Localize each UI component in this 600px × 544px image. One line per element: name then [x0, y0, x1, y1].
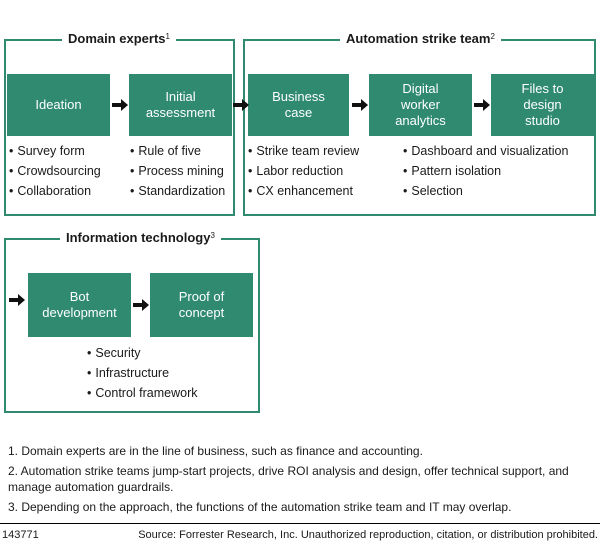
list-item: Survey form — [9, 141, 101, 161]
initial-assessment-box: Initial assessment — [129, 74, 232, 136]
list-item: Collaboration — [9, 181, 101, 201]
automation-strike-team-title: Automation strike team2 — [340, 31, 501, 47]
footnotes: 1. Domain experts are in the line of bus… — [8, 443, 593, 519]
arrow-right-icon — [233, 99, 249, 111]
arrow-right-icon — [352, 99, 368, 111]
ideation-label: Ideation — [35, 97, 82, 112]
digital-worker-analytics-box: Digital worker analytics — [369, 74, 472, 136]
digital-worker-analytics-bullet-list: Dashboard and visualization Pattern isol… — [403, 141, 568, 201]
proof-of-concept-label: Proof of concept — [178, 289, 225, 320]
business-case-box: Business case — [248, 74, 349, 136]
list-item: Infrastructure — [87, 363, 198, 383]
list-item: Dashboard and visualization — [403, 141, 568, 161]
initial-assessment-label: Initial assessment — [145, 89, 216, 120]
footer-divider — [0, 523, 600, 524]
digital-worker-analytics-label: Digital worker analytics — [395, 81, 446, 128]
source-credit: Source: Forrester Research, Inc. Unautho… — [138, 529, 598, 541]
list-item: Selection — [403, 181, 568, 201]
list-item: Strike team review — [248, 141, 359, 161]
arrow-right-icon — [9, 294, 25, 306]
list-item: CX enhancement — [248, 181, 359, 201]
list-item: Rule of five — [130, 141, 225, 161]
list-item: Pattern isolation — [403, 161, 568, 181]
domain-experts-title: Domain experts1 — [62, 31, 176, 47]
list-item: Standardization — [130, 181, 225, 201]
arrow-right-icon — [112, 99, 128, 111]
list-item: Labor reduction — [248, 161, 359, 181]
business-case-label: Business case — [272, 89, 325, 120]
domain-experts-title-text: Domain experts — [68, 31, 166, 46]
files-to-design-studio-box: Files to design studio — [491, 74, 594, 136]
it-bullet-list: Security Infrastructure Control framewor… — [87, 343, 198, 403]
ideation-bullet-list: Survey form Crowdsourcing Collaboration — [9, 141, 101, 201]
automation-strike-team-title-text: Automation strike team — [346, 31, 491, 46]
arrow-right-icon — [474, 99, 490, 111]
footnote-1: 1. Domain experts are in the line of bus… — [8, 444, 423, 458]
information-technology-title: Information technology3 — [60, 230, 221, 246]
footnote-2: 2. Automation strike teams jump-start pr… — [8, 464, 569, 494]
information-technology-footnote-marker: 3 — [210, 231, 215, 240]
business-case-bullet-list: Strike team review Labor reduction CX en… — [248, 141, 359, 201]
figure-id: 143771 — [2, 529, 39, 541]
list-item: Process mining — [130, 161, 225, 181]
initial-assessment-bullet-list: Rule of five Process mining Standardizat… — [130, 141, 225, 201]
bot-development-box: Bot development — [28, 273, 131, 337]
domain-experts-footnote-marker: 1 — [165, 32, 170, 41]
information-technology-title-text: Information technology — [66, 230, 211, 245]
automation-strike-team-footnote-marker: 2 — [490, 32, 495, 41]
proof-of-concept-box: Proof of concept — [150, 273, 253, 337]
ideation-box: Ideation — [7, 74, 110, 136]
bot-development-label: Bot development — [42, 289, 117, 320]
files-to-design-studio-label: Files to design studio — [521, 81, 564, 128]
list-item: Control framework — [87, 383, 197, 403]
footnote-3: 3. Depending on the approach, the functi… — [8, 500, 512, 514]
list-item: Security — [87, 343, 198, 363]
list-item: Crowdsourcing — [9, 161, 100, 181]
arrow-right-icon — [133, 299, 149, 311]
